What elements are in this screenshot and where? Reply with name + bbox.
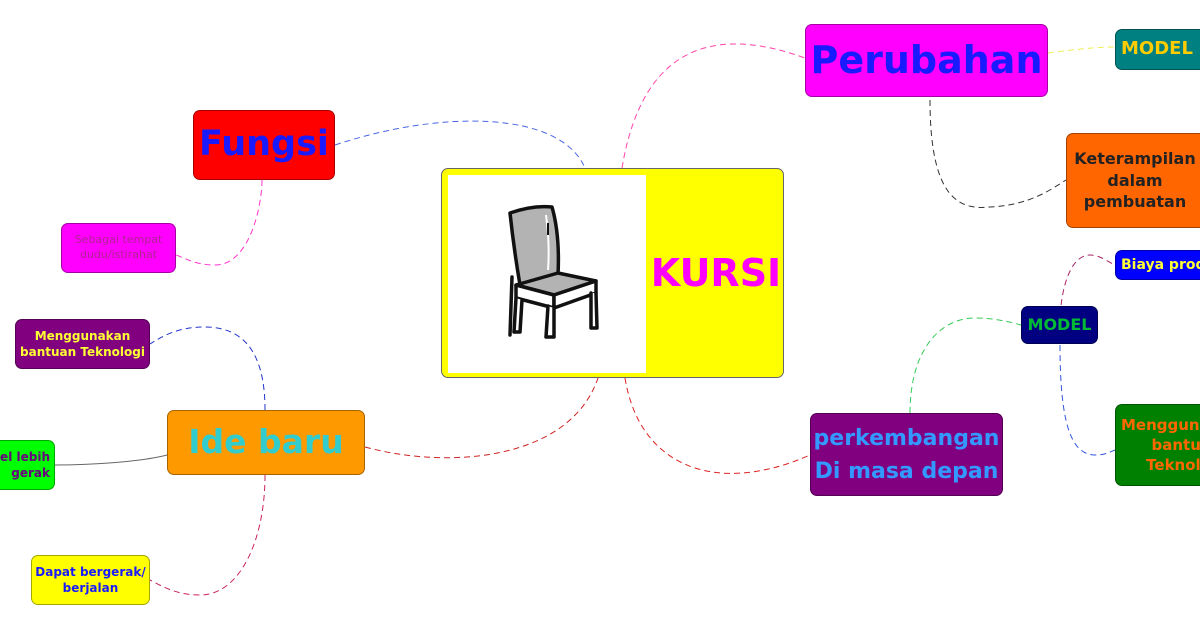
node-ide-baru-label: Ide baru (188, 422, 344, 462)
node-ide-child-1-line-2: bantuan Teknologi (20, 345, 145, 359)
node-model-child-1-label: Biaya prod (1121, 256, 1200, 273)
link-ide-baru (364, 377, 599, 459)
node-model-label: MODEL (1027, 315, 1092, 335)
central-topic[interactable]: KURSI (441, 168, 784, 378)
node-model-child-2-line-1: Menggunak (1121, 415, 1200, 434)
link-model (909, 317, 1022, 414)
node-perubahan[interactable]: Perubahan (805, 24, 1048, 97)
node-model-child-2[interactable]: Menggunak bantua Teknolo (1115, 404, 1200, 486)
node-ide-child-2-line-2: gerak (11, 466, 50, 480)
link-perubahan-child-2 (929, 99, 1067, 208)
node-perubahan-child-2-line-3: pembuatan (1083, 192, 1187, 212)
node-ide-child-3-line-2: berjalan (62, 581, 119, 595)
node-ide-baru[interactable]: Ide baru (167, 410, 365, 475)
node-perubahan-child-2[interactable]: Keterampilan dalam pembuatan (1066, 133, 1200, 228)
link-perkembangan (624, 377, 811, 474)
chair-image (448, 175, 646, 373)
node-fungsi[interactable]: Fungsi (193, 110, 335, 180)
link-perubahan-child-1 (1047, 46, 1116, 54)
chair-icon (508, 204, 599, 339)
node-perkembangan[interactable]: perkembangan Di masa depan (810, 413, 1003, 496)
node-ide-child-2-line-1: del lebih (0, 449, 50, 464)
link-model-child-2 (1059, 344, 1116, 456)
node-model-child-1[interactable]: Biaya prod (1115, 250, 1200, 280)
node-ide-child-1[interactable]: Menggunakan bantuan Teknologi (15, 319, 150, 369)
link-ide-child-1 (149, 326, 266, 411)
node-perubahan-label: Perubahan (810, 37, 1043, 82)
link-perubahan (621, 43, 806, 169)
link-fungsi (334, 120, 586, 169)
central-topic-label: KURSI (650, 251, 782, 295)
node-perubahan-child-1[interactable]: MODEL (1115, 29, 1200, 70)
node-model[interactable]: MODEL (1021, 306, 1098, 344)
node-perkembangan-line-1: perkembangan (813, 425, 1000, 451)
node-ide-child-2[interactable]: del lebih gerak (0, 440, 55, 490)
node-perkembangan-line-2: Di masa depan (814, 458, 999, 484)
node-model-child-2-line-2: bantua (1151, 435, 1200, 454)
link-ide-child-2 (54, 454, 168, 466)
node-ide-child-3[interactable]: Dapat bergerak/ berjalan (31, 555, 150, 605)
node-ide-child-1-line-1: Menggunakan (34, 328, 131, 343)
link-model-child-1 (1059, 254, 1116, 326)
node-fungsi-child-line-2: dudu/istirahat (79, 248, 158, 261)
node-ide-child-3-line-1: Dapat bergerak/ (35, 564, 146, 579)
node-model-child-2-line-3: Teknolo (1146, 456, 1200, 475)
node-fungsi-child[interactable]: Sebagai tempat dudu/istirahat (61, 223, 176, 273)
node-perubahan-child-2-line-2: dalam (1107, 170, 1163, 190)
node-fungsi-child-line-1: Sebagai tempat (74, 233, 163, 247)
node-perubahan-child-1-label: MODEL (1121, 38, 1193, 60)
link-ide-child-3 (149, 474, 266, 596)
node-fungsi-label: Fungsi (199, 124, 329, 165)
link-fungsi-child (175, 179, 263, 266)
node-perubahan-child-2-line-1: Keterampilan (1074, 149, 1196, 169)
